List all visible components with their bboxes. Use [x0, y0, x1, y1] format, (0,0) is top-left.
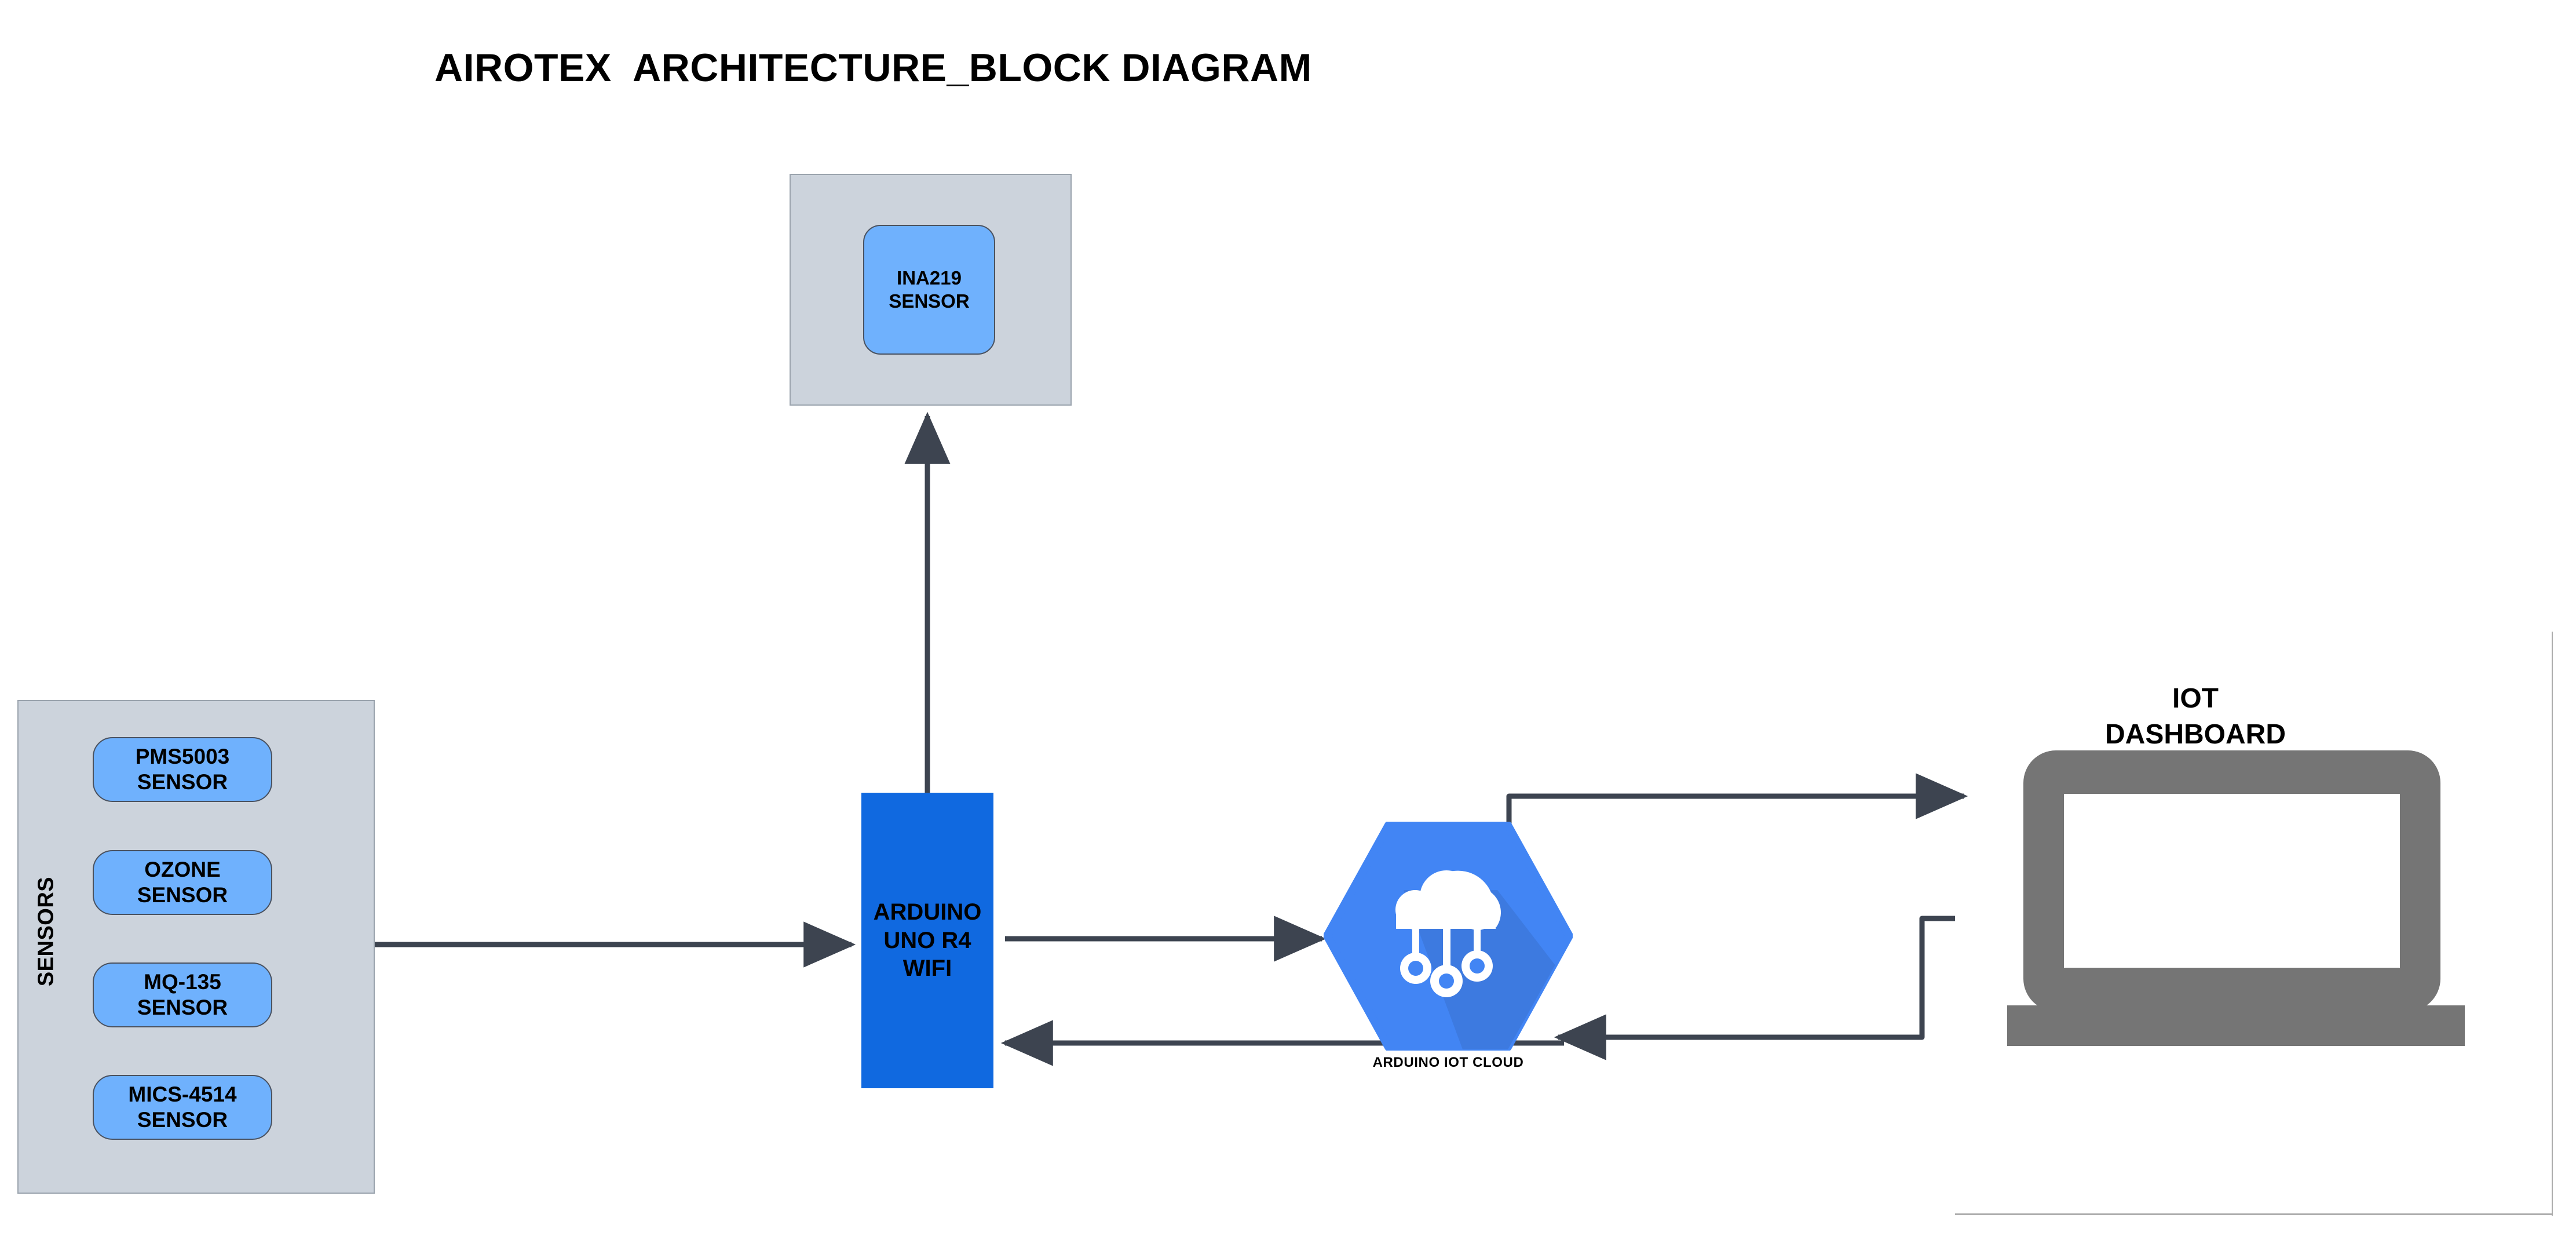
sensor-kind: SENSOR — [137, 996, 228, 1019]
sensor-name: OZONE — [144, 858, 221, 882]
edge-cloud-to-dashboard — [1506, 773, 1968, 829]
edge-dashboard-to-cloud — [1554, 916, 1955, 1060]
iot-dashboard-title: IOT DASHBOARD — [1993, 681, 2398, 753]
node-dot-center — [1437, 893, 1456, 913]
sensor-node-ozone[interactable]: OZONE SENSOR — [93, 850, 272, 915]
laptop-screen — [2064, 794, 2400, 968]
laptop-icon — [2007, 750, 2465, 1046]
dashboard-title-line2: DASHBOARD — [2105, 719, 2286, 750]
page-guide-vertical — [2552, 632, 2553, 1216]
arduino-label-line1: ARDUINO — [873, 899, 982, 925]
sensor-node-pms5003[interactable]: PMS5003 SENSOR — [93, 737, 272, 802]
node-dot-left — [1406, 903, 1425, 922]
cloud-iot-icon — [1323, 821, 1573, 1051]
arduino-iot-cloud-node[interactable] — [1323, 821, 1573, 1051]
page-guide-horizontal — [1955, 1213, 2553, 1215]
sensor-node-ina219[interactable]: INA219 SENSOR — [863, 225, 995, 355]
sensor-kind: SENSOR — [137, 883, 228, 907]
sensor-name: MQ-135 — [144, 970, 221, 994]
laptop-base — [2007, 1005, 2465, 1046]
arduino-label-line3: WIFI — [902, 956, 952, 982]
sensor-kind: SENSOR — [889, 290, 970, 312]
sensors-group-label: SENSORS — [34, 876, 59, 987]
arduino-iot-cloud-label: ARDUINO IOT CLOUD — [1372, 1055, 1524, 1070]
sensor-node-mq135[interactable]: MQ-135 SENSOR — [93, 962, 272, 1027]
sensor-name: MICS-4514 — [128, 1082, 237, 1107]
iot-dashboard-node[interactable] — [2007, 750, 2517, 1084]
arduino-label-line2: UNO R4 — [883, 927, 971, 953]
page-title: AIROTEX ARCHITECTURE_BLOCK DIAGRAM — [434, 46, 1312, 90]
dashboard-title-line1: IOT — [2172, 683, 2219, 714]
arduino-uno-r4-wifi-node[interactable]: ARDUINO UNO R4 WIFI — [861, 793, 993, 1088]
sensor-kind: SENSOR — [137, 770, 228, 794]
node-dot-right — [1468, 905, 1486, 924]
sensor-kind: SENSOR — [137, 1108, 228, 1132]
sensor-name: PMS5003 — [135, 745, 230, 769]
sensor-name: INA219 — [897, 267, 962, 289]
sensor-node-mics4514[interactable]: MICS-4514 SENSOR — [93, 1075, 272, 1140]
